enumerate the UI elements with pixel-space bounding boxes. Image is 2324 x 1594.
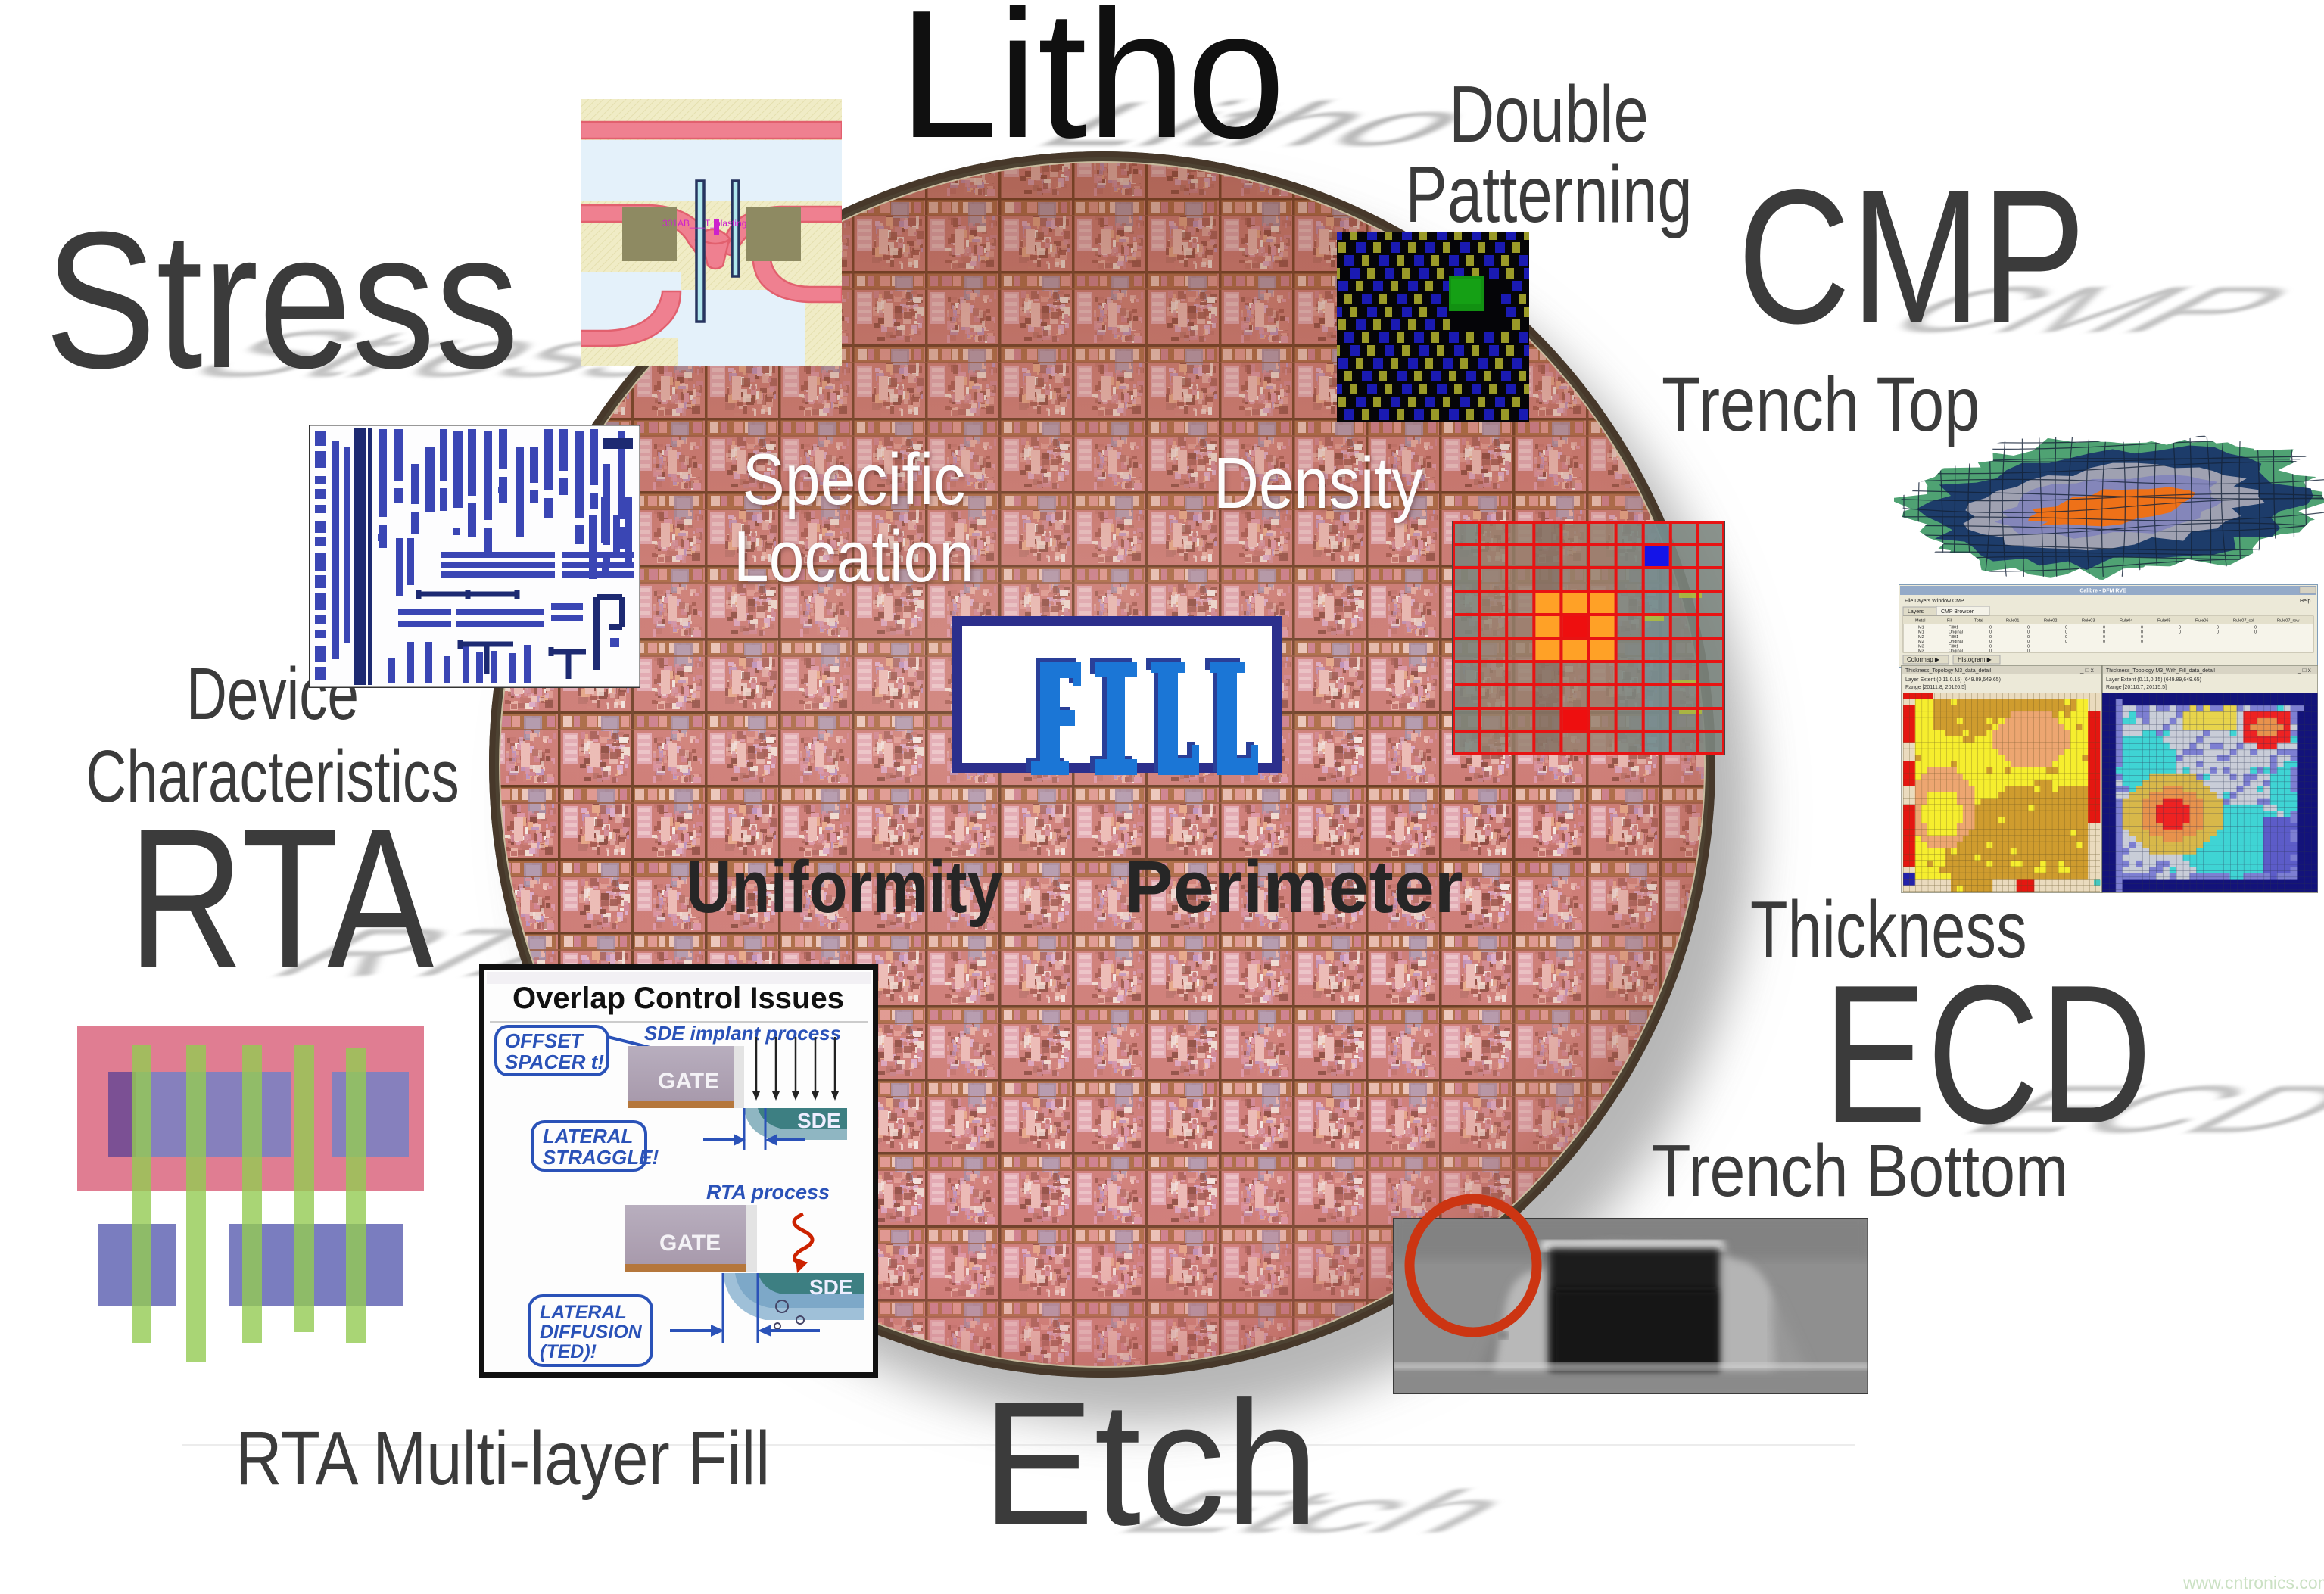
svg-text:Rule07_col: Rule07_col [2233, 619, 2254, 624]
svg-text:LATERAL: LATERAL [540, 1302, 627, 1323]
svg-text:STRAGGLE!: STRAGGLE! [543, 1146, 659, 1169]
svg-text:0: 0 [2065, 626, 2067, 630]
svg-text:GATE: GATE [659, 1231, 721, 1256]
svg-text:0: 0 [2027, 630, 2030, 635]
svg-text:M1: M1 [1918, 626, 1924, 630]
svg-text:0: 0 [1989, 630, 1992, 635]
svg-text:0: 0 [1989, 640, 1992, 644]
svg-text:Fill: Fill [1947, 619, 1952, 624]
svg-text:Overlap Control Issues: Overlap Control Issues [512, 982, 844, 1015]
svg-text:_ □ x: _ □ x [2297, 667, 2311, 674]
svg-text:Rule02: Rule02 [2044, 619, 2057, 624]
svg-text:Colormap ▶: Colormap ▶ [1907, 656, 1940, 663]
svg-text:0: 0 [1989, 644, 1992, 649]
svg-text:Fill01: Fill01 [1949, 644, 1958, 649]
svg-text:0: 0 [2103, 640, 2105, 644]
svg-text:Histogram ▶: Histogram ▶ [1958, 656, 1992, 663]
svg-text:Original: Original [1949, 640, 1963, 644]
svg-text:M3: M3 [1918, 644, 1924, 649]
svg-text:0: 0 [2179, 630, 2181, 635]
svg-text:0: 0 [2027, 626, 2030, 630]
svg-text:Rule01: Rule01 [2006, 619, 2019, 624]
svg-text:0: 0 [2217, 626, 2219, 630]
svg-text:GATE: GATE [658, 1069, 719, 1094]
svg-text:0: 0 [2141, 626, 2143, 630]
svg-text:Rule04: Rule04 [2120, 619, 2132, 624]
svg-text:Range [20110.7, 20115.5]: Range [20110.7, 20115.5] [2106, 685, 2167, 690]
svg-text:Rule07_row: Rule07_row [2277, 619, 2299, 624]
svg-text:0: 0 [2141, 630, 2143, 635]
svg-text:0: 0 [2027, 640, 2030, 644]
svg-text:M2: M2 [1918, 635, 1924, 640]
svg-text:0: 0 [2217, 630, 2219, 635]
svg-text:0: 0 [2141, 635, 2143, 640]
svg-text:Thickness_Topology M3_data_det: Thickness_Topology M3_data_detail [1905, 668, 1992, 674]
svg-text:0: 0 [2027, 644, 2030, 649]
svg-text:0: 0 [1989, 626, 1992, 630]
svg-text:LATERAL: LATERAL [543, 1125, 633, 1147]
svg-text:Layer Extent (0.11,0.15) (649.: Layer Extent (0.11,0.15) (649.89,649.65) [2106, 677, 2201, 683]
svg-text:0: 0 [2254, 630, 2257, 635]
svg-text:0: 0 [2027, 649, 2030, 654]
svg-text:0: 0 [2027, 635, 2030, 640]
svg-text:M2: M2 [1918, 640, 1924, 644]
svg-text:0: 0 [2065, 630, 2067, 635]
svg-text:M3: M3 [1918, 649, 1924, 654]
svg-text:Layers: Layers [1908, 609, 1924, 615]
svg-text:Metal: Metal [1915, 619, 1925, 624]
svg-text:Total: Total [1974, 619, 1983, 624]
svg-text:0: 0 [1989, 635, 1992, 640]
svg-text:Rule06: Rule06 [2195, 619, 2208, 624]
svg-text:301AB___T_blasting: 301AB___T_blasting [662, 218, 746, 229]
svg-text:SDE implant process: SDE implant process [644, 1022, 841, 1045]
svg-text:0: 0 [2103, 635, 2105, 640]
svg-text:(TED)!: (TED)! [540, 1341, 597, 1362]
svg-text:Calibre - DFM RVE: Calibre - DFM RVE [2079, 589, 2126, 594]
svg-text:Rule05: Rule05 [2157, 619, 2170, 624]
svg-text:0: 0 [2254, 626, 2257, 630]
svg-text:0: 0 [2103, 626, 2105, 630]
svg-text:CMP Browser: CMP Browser [1941, 609, 1974, 615]
svg-text:Thickness_Topology M3_With_Fil: Thickness_Topology M3_With_Fill_data_det… [2106, 668, 2215, 674]
svg-text:Original: Original [1949, 630, 1963, 635]
svg-text:OFFSET: OFFSET [505, 1029, 584, 1052]
svg-text:M1: M1 [1918, 630, 1924, 635]
svg-text:0: 0 [2065, 640, 2067, 644]
svg-text:0: 0 [2103, 630, 2105, 635]
svg-text:DIFFUSION: DIFFUSION [540, 1322, 643, 1343]
svg-text:RTA process: RTA process [706, 1181, 830, 1203]
svg-text:0: 0 [1989, 649, 1992, 654]
svg-text:Original: Original [1949, 649, 1963, 654]
svg-text:File Layers Window CMP: File Layers Window CMP [1905, 599, 1964, 604]
svg-text:Range [20111.8, 20126.5]: Range [20111.8, 20126.5] [1905, 685, 1966, 690]
svg-text:SDE: SDE [809, 1275, 853, 1299]
svg-text:Help: Help [2300, 599, 2311, 604]
svg-text:0: 0 [2141, 640, 2143, 644]
svg-text:SDE: SDE [797, 1109, 841, 1132]
svg-text:0: 0 [2179, 626, 2181, 630]
svg-text:0: 0 [2065, 635, 2067, 640]
svg-text:Layer Extent (0.11,0.15) (649.: Layer Extent (0.11,0.15) (649.89,649.65) [1905, 677, 2001, 683]
svg-text:SPACER t!: SPACER t! [505, 1051, 604, 1073]
svg-text:_ □ x: _ □ x [2079, 667, 2094, 674]
svg-text:Fill01: Fill01 [1949, 626, 1958, 630]
svg-text:Rule03: Rule03 [2082, 619, 2095, 624]
svg-text:Fill01: Fill01 [1949, 635, 1958, 640]
